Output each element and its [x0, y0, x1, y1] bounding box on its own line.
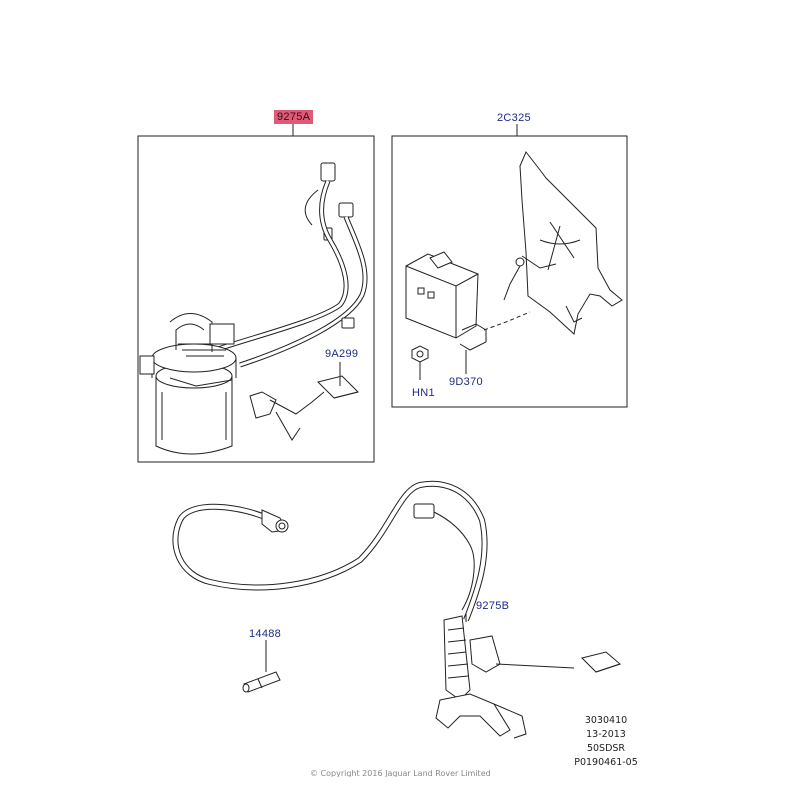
mounting-bracket-drawing: [503, 151, 623, 335]
fuel-pump-assembly-drawing: [139, 162, 368, 455]
pin-drawing: [242, 671, 281, 693]
copyright-text: © Copyright 2016 Jaguar Land Rover Limit…: [310, 769, 491, 777]
callout-9275B[interactable]: 9275B: [476, 600, 510, 612]
code-3: 50SDSR: [586, 743, 626, 754]
fuel-level-sender-drawing: [317, 375, 359, 399]
code-1: 3030410: [584, 715, 628, 726]
diagram-codes: 3030410 13-2013 50SDSR P0190461-05: [570, 714, 642, 770]
code-2: 13-2013: [586, 729, 626, 740]
callout-9275A[interactable]: 9275A: [274, 110, 314, 124]
callout-9A299[interactable]: 9A299: [325, 348, 359, 360]
callout-9D370[interactable]: 9D370: [449, 376, 483, 388]
code-4: P0190461-05: [574, 757, 638, 768]
callout-HN1[interactable]: HN1: [412, 387, 435, 399]
control-module-drawing: [405, 251, 531, 363]
control-module-frame: [391, 135, 628, 408]
fuel-sender-unit-drawing: [172, 480, 621, 739]
callout-14488[interactable]: 14488: [249, 628, 282, 640]
pump-assembly-frame: [137, 135, 375, 463]
callout-2C325[interactable]: 2C325: [497, 112, 531, 124]
